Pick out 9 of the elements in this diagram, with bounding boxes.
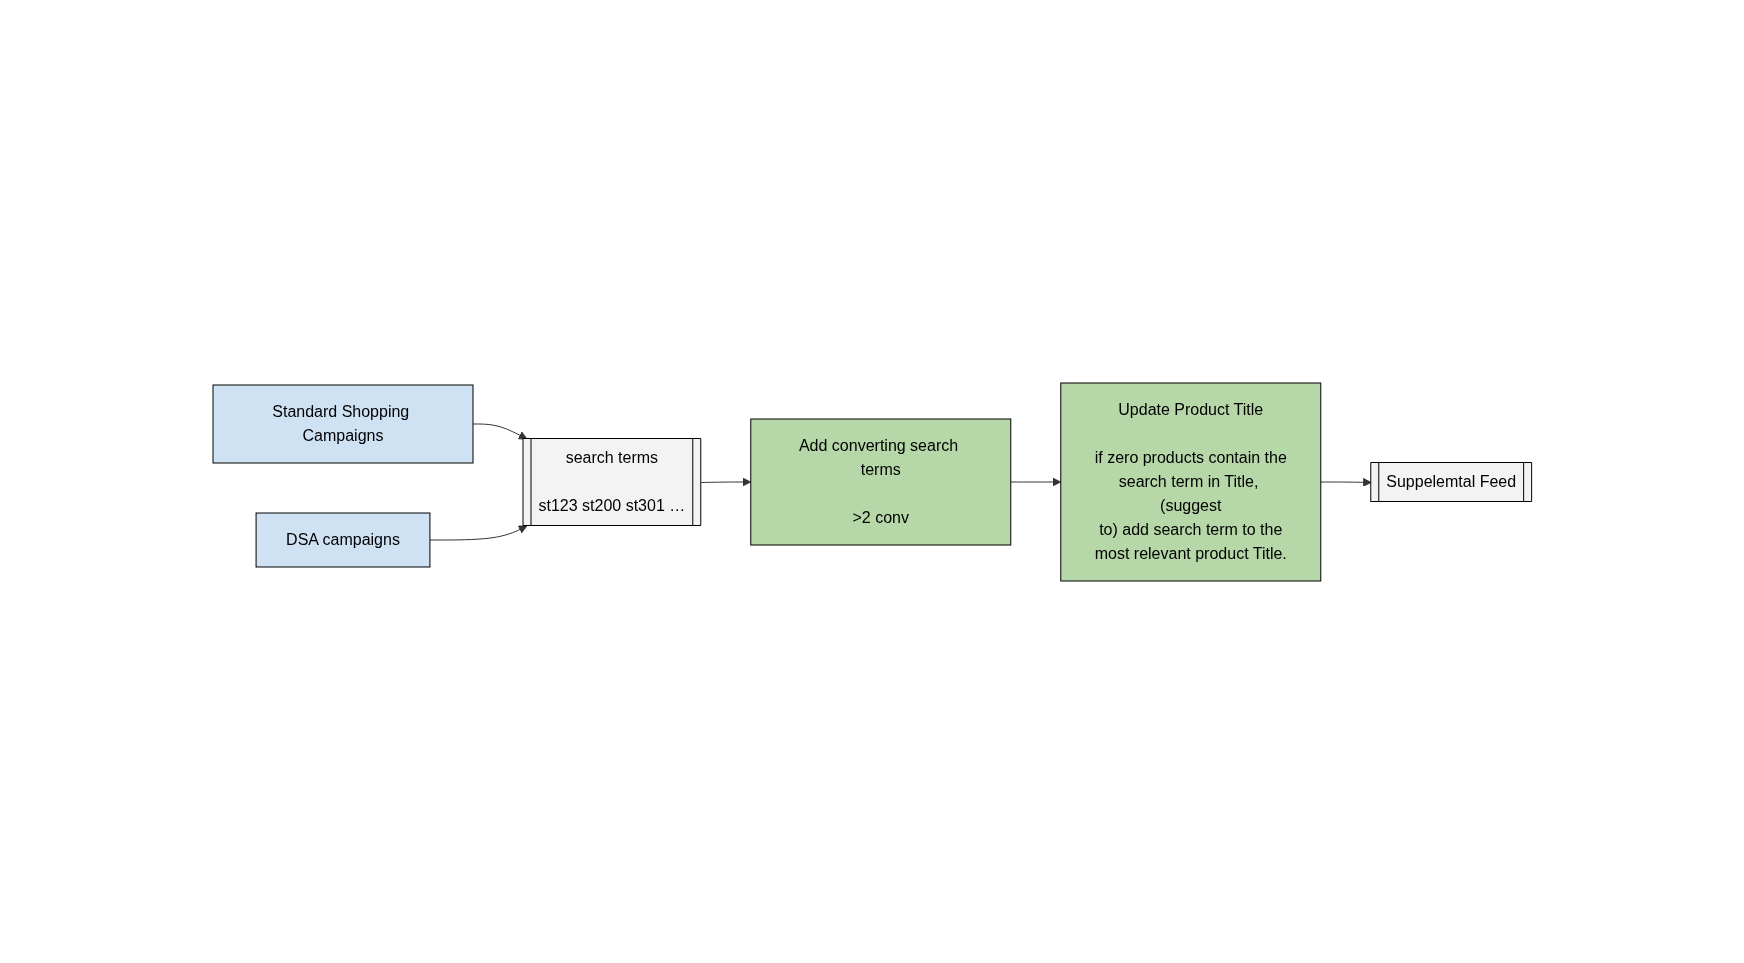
arrow	[700, 477, 751, 486]
node-box: Add converting search terms >2 conv	[749, 418, 1011, 545]
node-box: Update Product Title if zero products contain the search term in Title, (suggest to) add search term to the most relevant product Title.	[1059, 382, 1321, 581]
arrow	[429, 525, 528, 540]
arrow	[1319, 477, 1372, 487]
arrow	[472, 423, 528, 439]
node-box: Standard Shopping Campaigns	[212, 384, 474, 463]
arrow	[1009, 477, 1061, 486]
node-box: DSA campaigns	[255, 512, 431, 567]
